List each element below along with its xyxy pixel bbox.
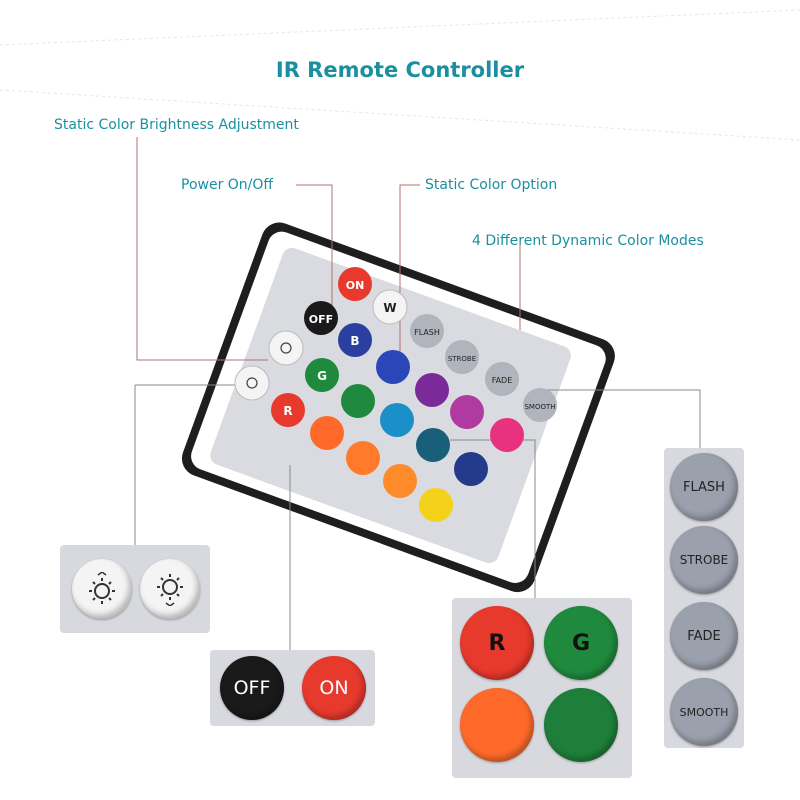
brightness-up-icon (157, 574, 183, 606)
callout-static-color: Static Color Option (425, 177, 558, 193)
off-button[interactable]: OFF (220, 656, 284, 720)
orange-button[interactable] (460, 688, 534, 762)
off-button-label: OFF (233, 677, 271, 699)
brightness-down-button[interactable] (72, 559, 132, 619)
remote-r-label: R (283, 404, 292, 418)
red-button[interactable]: R (460, 606, 534, 680)
remote-flash-label: FLASH (414, 328, 440, 337)
on-button-label: ON (319, 677, 349, 699)
remote-w-label: W (383, 301, 396, 315)
remote-b-label: B (350, 334, 359, 348)
strobe-button-label: STROBE (679, 553, 729, 567)
smooth-button[interactable]: SMOOTH (670, 678, 738, 746)
remote-smooth-label: SMOOTH (524, 403, 555, 411)
modes-zoom-panel: FLASH STROBE FADE SMOOTH (664, 448, 744, 748)
remote-strobe-label: STROBE (448, 355, 476, 363)
remote-buttons: ON OFF W B G R FLASH STROBE FADE SMOOTH (234, 267, 557, 522)
green-button-label: G (571, 630, 591, 656)
red-button-label: R (488, 630, 506, 656)
callout-power: Power On/Off (181, 177, 274, 193)
remote-fade-label: FADE (492, 376, 513, 385)
rgb-zoom-panel: R G (452, 598, 632, 778)
flash-button-label: FLASH (683, 479, 725, 495)
brightness-down-icon (89, 572, 115, 604)
callout-dynamic-modes: 4 Different Dynamic Color Modes (472, 233, 704, 249)
flash-button[interactable]: FLASH (670, 453, 738, 521)
remote-on-label: ON (346, 279, 365, 292)
power-zoom-panel: OFF ON (210, 650, 375, 726)
fade-button-label: FADE (687, 628, 721, 644)
strobe-button[interactable]: STROBE (670, 526, 738, 594)
remote-off-label: OFF (309, 313, 333, 326)
brightness-up-button[interactable] (140, 559, 200, 619)
dark-green-button[interactable] (544, 688, 618, 762)
on-button[interactable]: ON (302, 656, 366, 720)
callout-brightness: Static Color Brightness Adjustment (54, 117, 299, 133)
fade-button[interactable]: FADE (670, 602, 738, 670)
brightness-zoom-panel (60, 545, 210, 633)
smooth-button-label: SMOOTH (679, 705, 729, 719)
remote-g-label: G (317, 369, 327, 383)
page-title: IR Remote Controller (275, 58, 525, 82)
green-button[interactable]: G (544, 606, 618, 680)
